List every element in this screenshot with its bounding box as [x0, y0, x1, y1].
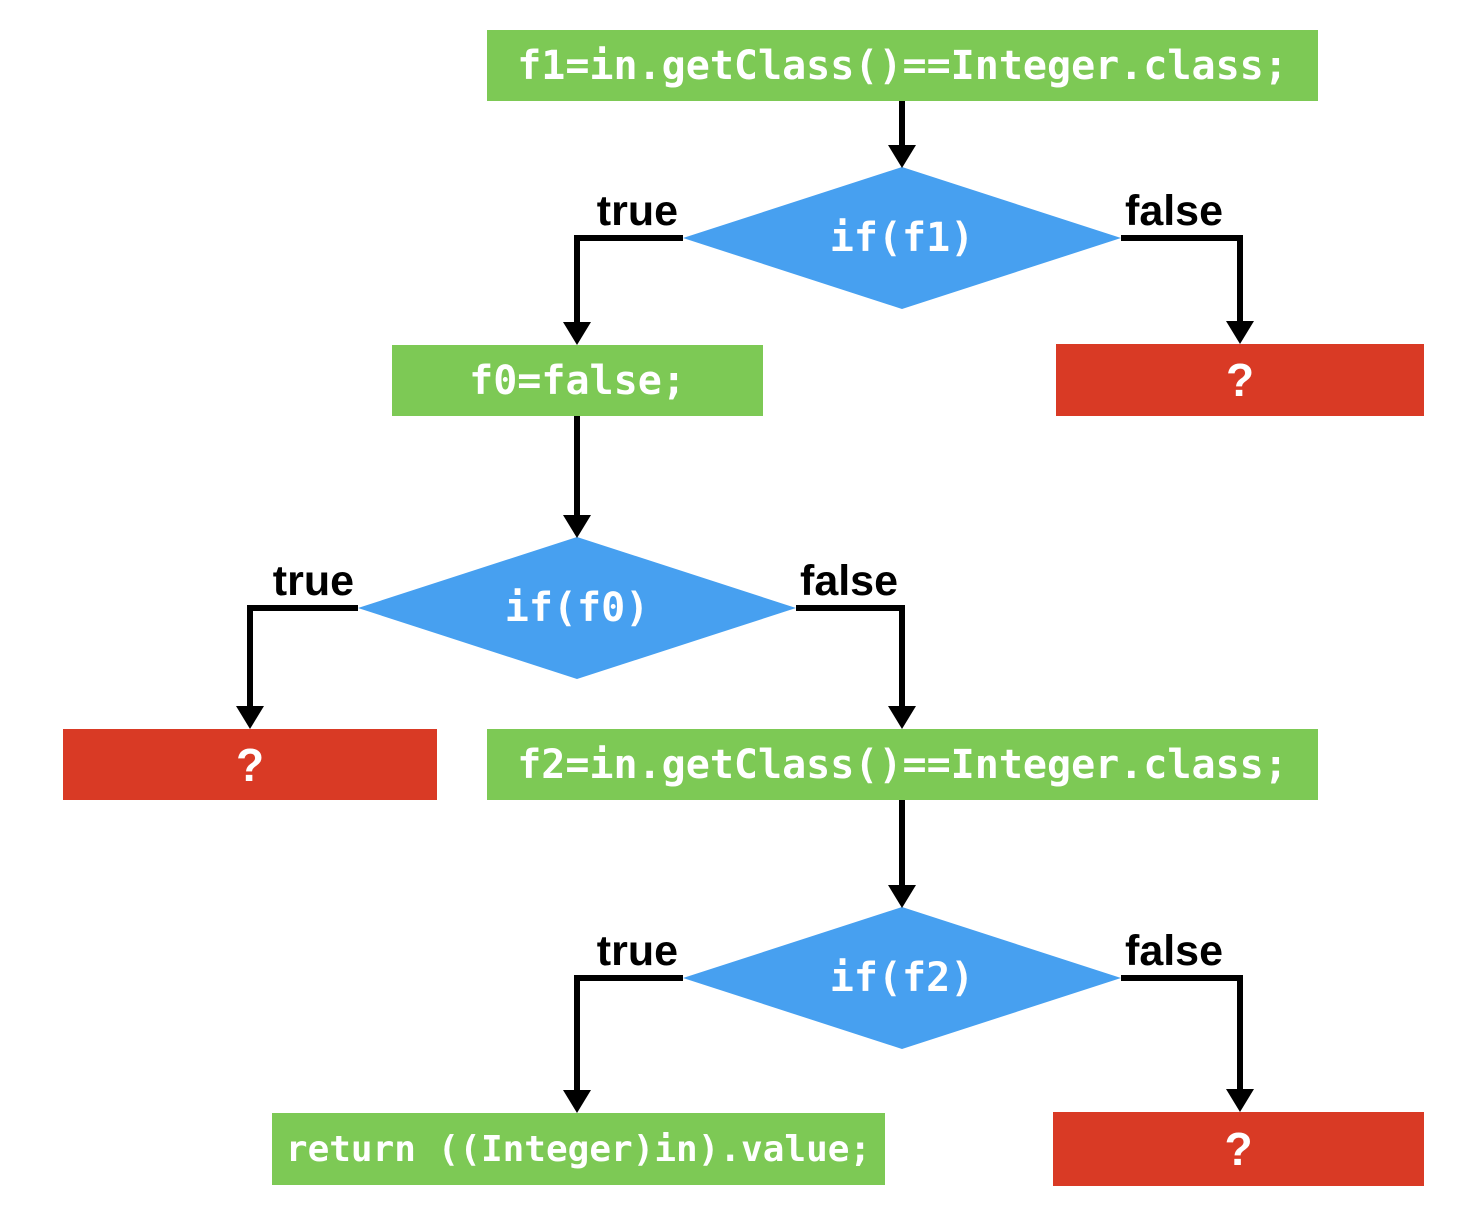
arrowhead-into-if-f1: [888, 145, 916, 168]
node-unknown-f0-true: ?: [63, 729, 437, 800]
branch-label-if-f1-true: true: [596, 187, 678, 235]
arrowhead-into-unknown-1: [1226, 321, 1254, 344]
node-unknown-f1-false: ?: [1056, 344, 1424, 416]
decision-if-f2-shape: [683, 907, 1121, 1049]
arrowhead-into-if-f0: [563, 515, 591, 538]
arrowhead-into-stmt-f2: [888, 706, 916, 729]
edge-if-f2-true: [574, 975, 683, 1093]
node-decision-f1-label: if(f1): [829, 215, 975, 261]
branch-label-if-f2-true: true: [596, 927, 678, 975]
node-unknown-f2-false: ?: [1053, 1112, 1424, 1186]
arrowhead-into-if-f2: [888, 885, 916, 908]
arrowhead-into-unknown-3: [1226, 1089, 1254, 1112]
edge-if-f0-false: [796, 605, 905, 709]
arrowhead-into-stmt-f0: [563, 322, 591, 345]
decision-if-f0-shape: [358, 537, 796, 679]
branch-label-if-f2-false: false: [1125, 927, 1224, 975]
decision-if-f1-shape: [683, 167, 1121, 309]
branch-label-if-f0-false: false: [800, 557, 899, 605]
node-decision-f2-label: if(f2): [829, 955, 975, 1001]
node-stmt-f1: f1=in.getClass()==Integer.class;: [487, 30, 1318, 101]
arrowhead-into-unknown-2: [236, 706, 264, 729]
edge-if-f2-false: [1121, 975, 1243, 1092]
branch-label-if-f0-true: true: [272, 557, 354, 605]
node-stmt-f2: f2=in.getClass()==Integer.class;: [487, 729, 1318, 800]
arrowhead-into-stmt-return: [563, 1090, 591, 1113]
node-stmt-f0: f0=false;: [392, 345, 763, 416]
edge-if-f0-true: [247, 605, 358, 709]
branch-label-if-f1-false: false: [1125, 187, 1224, 235]
edge-if-f1-false: [1121, 235, 1243, 324]
edge-if-f1-true: [574, 235, 683, 325]
node-stmt-return: return ((Integer)in).value;: [272, 1113, 885, 1185]
node-decision-f0-label: if(f0): [504, 585, 650, 631]
